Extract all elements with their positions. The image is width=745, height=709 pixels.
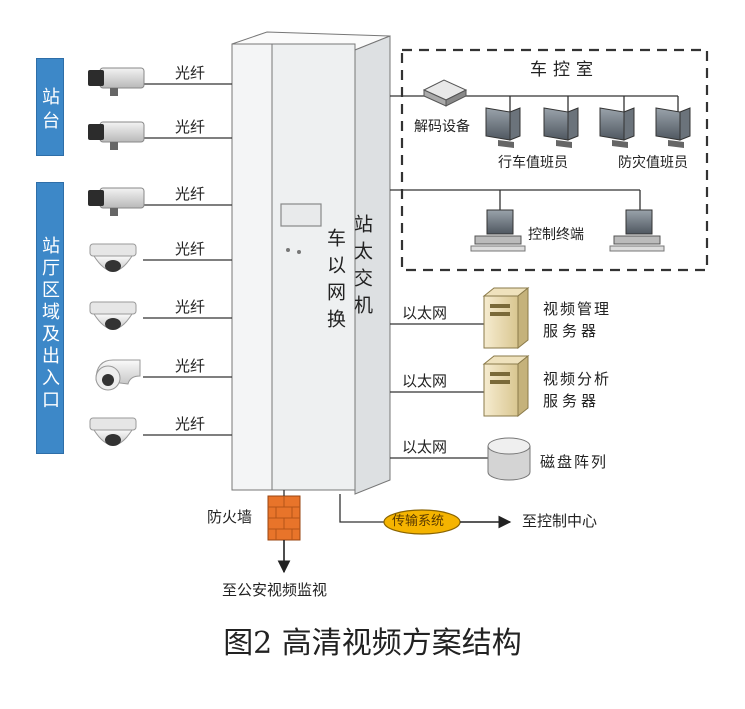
- monitor-1-icon: [485, 107, 521, 148]
- decoder-label: 解码设备: [414, 119, 470, 135]
- transport-system-label: 传输系统: [392, 514, 445, 529]
- bullet-camera-1-icon: [88, 67, 145, 96]
- switch-label-col1: 车以网换: [324, 228, 346, 336]
- fiber-label-4: 光纤: [175, 240, 206, 258]
- transport-link: [339, 494, 384, 523]
- disk-array-label: 磁盘阵列: [540, 453, 609, 471]
- video-analysis-label-line1: 视频分析: [543, 370, 612, 388]
- group-platform-label: 站台: [36, 58, 64, 156]
- dome-camera-3-icon: [89, 417, 137, 446]
- ethernet-label-3: 以太网: [402, 438, 448, 456]
- video-analysis-server-icon: [482, 354, 530, 418]
- fiber-label-1: 光纤: [175, 64, 206, 82]
- ethernet-label-2: 以太网: [402, 372, 448, 390]
- ethernet-switch-cabinet: [231, 31, 391, 495]
- ethernet-lines: [390, 323, 488, 459]
- group-hall-label: 站厅区域及出入口: [36, 182, 64, 454]
- bullet-camera-3-icon: [88, 187, 145, 216]
- fiber-lines: [143, 83, 232, 436]
- control-terminal-2-icon: [609, 209, 665, 252]
- bullet-camera-2-icon: [88, 121, 145, 150]
- switch-label-col2: 站太交机: [351, 214, 373, 322]
- to-control-center-label: 至控制中心: [522, 512, 598, 530]
- monitor-2-icon: [543, 107, 579, 148]
- disk-array-icon: [487, 437, 531, 481]
- video-mgmt-label-line1: 视频管理: [543, 300, 612, 318]
- firewall-label: 防火墙: [207, 508, 253, 526]
- fiber-label-2: 光纤: [175, 118, 206, 136]
- dome-camera-2-icon: [89, 301, 137, 330]
- control-terminal-1-icon: [470, 209, 526, 252]
- control-terminal-label: 控制终端: [528, 227, 584, 243]
- firewall-icon: [267, 495, 301, 541]
- monitor-3-icon: [599, 107, 635, 148]
- control-room-title: 车控室: [530, 60, 599, 80]
- fire-duty-label: 防灾值班员: [618, 155, 688, 171]
- figure-caption: 图2 高清视频方案结构: [223, 626, 522, 661]
- video-analysis-label-line2: 服务器: [543, 392, 601, 410]
- wall-dome-camera-icon: [95, 359, 141, 391]
- fiber-label-6: 光纤: [175, 357, 206, 375]
- video-mgmt-label-line2: 服务器: [543, 322, 601, 340]
- control-room-lines: [390, 95, 679, 212]
- dome-camera-1-icon: [89, 243, 137, 272]
- fiber-label-3: 光纤: [175, 185, 206, 203]
- driver-duty-label: 行车值班员: [498, 155, 568, 171]
- control-room-box: [400, 48, 709, 272]
- to-police-label: 至公安视频监视: [222, 581, 328, 599]
- monitor-4-icon: [655, 107, 691, 148]
- fiber-label-5: 光纤: [175, 298, 206, 316]
- video-management-server-icon: [482, 286, 530, 350]
- fiber-label-7: 光纤: [175, 415, 206, 433]
- ethernet-label-1: 以太网: [402, 304, 448, 322]
- decoder-icon: [422, 79, 468, 107]
